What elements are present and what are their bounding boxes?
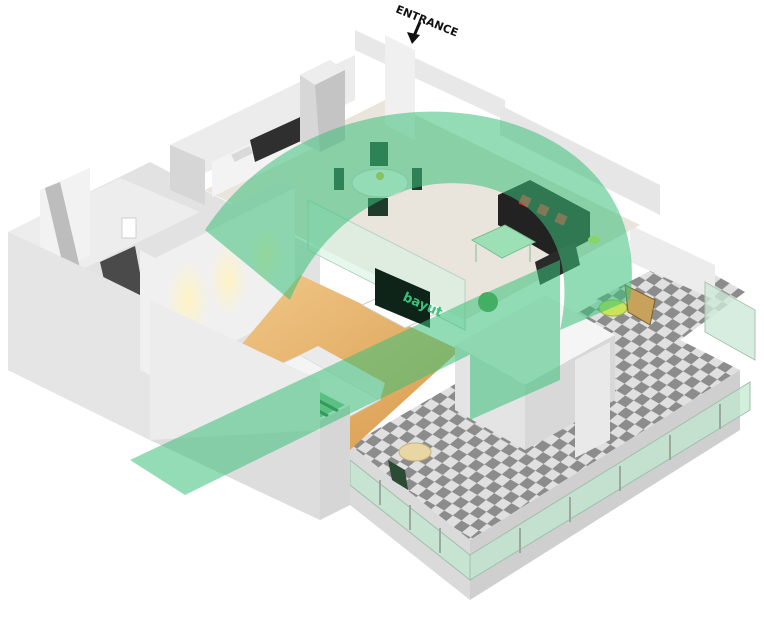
balcony <box>349 300 751 600</box>
bathroom <box>8 168 200 440</box>
side-terrace <box>595 225 756 361</box>
kitchen <box>212 60 345 197</box>
entrance-arrow-icon <box>407 21 422 44</box>
watermark-logo <box>130 111 632 495</box>
entrance-label: ENTRANCE <box>394 3 460 40</box>
